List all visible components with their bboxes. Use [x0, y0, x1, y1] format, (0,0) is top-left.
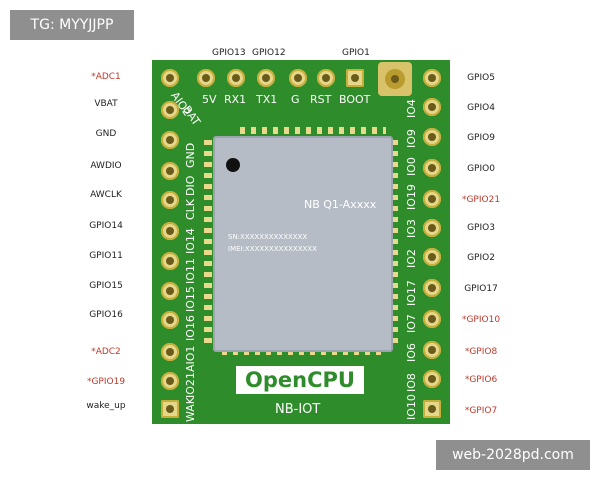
pin-label-right: *GPIO10 [461, 315, 501, 325]
silk-right: IO4 [405, 99, 418, 118]
pin-pad [161, 400, 179, 418]
pin-pad [423, 98, 441, 116]
pin-pad [423, 159, 441, 177]
pin-label-right: *GPIO8 [464, 347, 498, 357]
pin-label-right: GPIO17 [464, 284, 498, 294]
silk-right: IO9 [405, 129, 418, 148]
pin-pad [423, 69, 441, 87]
silk-right: IO6 [405, 343, 418, 362]
pin-pad [161, 282, 179, 300]
silk-5v: 5V [202, 93, 217, 106]
pin-label-left: AWDIO [90, 161, 122, 171]
silk-rst: RST [310, 93, 332, 106]
antenna-connector-icon [378, 62, 412, 96]
silk-left: IO16 [184, 315, 197, 341]
pin-pad [161, 101, 179, 119]
pin-pad [161, 343, 179, 361]
pin-label-left: *GPIO19 [86, 377, 126, 387]
pin-label-right: *GPIO6 [464, 375, 498, 385]
pin-label-left: GPIO15 [89, 281, 123, 291]
silk-rx1: RX1 [224, 93, 247, 106]
pin-label-left: AWCLK [90, 190, 122, 200]
pin-pad [289, 69, 307, 87]
pin-label-left: VBAT [94, 99, 118, 109]
silk-left: GND [184, 142, 197, 168]
silk-right: IO17 [405, 280, 418, 306]
pin-label-left: *ADC1 [91, 72, 121, 82]
pin-pad [227, 69, 245, 87]
pin-pad [346, 69, 364, 87]
pin-label-right: GPIO5 [467, 73, 495, 83]
silk-left: IO11 [184, 258, 197, 284]
pin-pad [161, 191, 179, 209]
pin-label-gpio13: GPIO13 [212, 48, 246, 58]
pin1-dot-icon [226, 158, 240, 172]
pin-pad [423, 248, 441, 266]
pin-pad [423, 310, 441, 328]
pin-pad [423, 128, 441, 146]
brand-logo: OpenCPU [236, 366, 364, 394]
tag-badge: TG: MYYJJPP [10, 10, 134, 40]
pin-pad [257, 69, 275, 87]
pin-label-right: GPIO3 [467, 223, 495, 233]
smd-pads-right [390, 140, 398, 344]
silk-left: CLK [184, 198, 197, 220]
pin-pad [161, 222, 179, 240]
pin-label-left: GND [95, 129, 117, 139]
pin-label-gpio12: GPIO12 [252, 48, 286, 58]
silk-right: IO8 [405, 373, 418, 392]
pin-label-left: *ADC2 [91, 347, 121, 357]
pin-pad [423, 400, 441, 418]
pin-pad [423, 190, 441, 208]
silk-left: WAK [184, 396, 197, 422]
watermark: web-2028pd.com [436, 440, 590, 470]
pin-label-right: GPIO4 [467, 103, 495, 113]
pin-pad [161, 252, 179, 270]
silk-left: IO21 [184, 372, 197, 398]
pin-pad [161, 69, 179, 87]
pin-pad [161, 162, 179, 180]
pin-pad [423, 219, 441, 237]
silk-left: AIO1 [184, 345, 197, 372]
pin-pad [423, 279, 441, 297]
nb-iot-module-chip [213, 136, 393, 352]
pin-label-left: GPIO14 [89, 221, 123, 231]
silk-right: IO19 [405, 184, 418, 210]
silk-right: IO10 [405, 394, 418, 420]
silk-right: IO2 [405, 249, 418, 268]
pin-label-left: GPIO11 [89, 251, 123, 261]
pin-label-right: *GPIO7 [464, 406, 498, 416]
model-label: NB-IOT [275, 402, 321, 417]
pin-pad [161, 131, 179, 149]
pin-pad [317, 69, 335, 87]
pin-label-left: wake_up [86, 401, 126, 411]
silk-left: IO14 [184, 228, 197, 254]
silk-right: IO3 [405, 219, 418, 238]
pin-label-right: GPIO2 [467, 253, 495, 263]
silk-right: IO7 [405, 314, 418, 333]
silk-g: G [291, 93, 300, 106]
silk-right: IO0 [405, 157, 418, 176]
chip-imei: IMEI:XXXXXXXXXXXXXXX [228, 245, 317, 253]
pin-label-right: GPIO9 [467, 133, 495, 143]
chip-sn: SN:XXXXXXXXXXXXXX [228, 233, 308, 241]
pin-pad [423, 370, 441, 388]
pin-pad [161, 372, 179, 390]
silk-left: DIO [184, 175, 197, 196]
silk-left: IO15 [184, 286, 197, 312]
pin-pad [161, 311, 179, 329]
smd-pads-top [240, 127, 386, 134]
silk-tx1: TX1 [256, 93, 278, 106]
pin-label-left: GPIO16 [89, 310, 123, 320]
pin-pad [197, 69, 215, 87]
pin-pad [423, 341, 441, 359]
smd-pads-left [204, 140, 212, 344]
pin-label-right: *GPIO21 [461, 195, 501, 205]
pin-label-gpio1: GPIO1 [342, 48, 370, 58]
pin-label-right: GPIO0 [467, 164, 495, 174]
silk-boot: BOOT [339, 93, 371, 106]
chip-label: NB Q1-Axxxx [304, 198, 377, 211]
